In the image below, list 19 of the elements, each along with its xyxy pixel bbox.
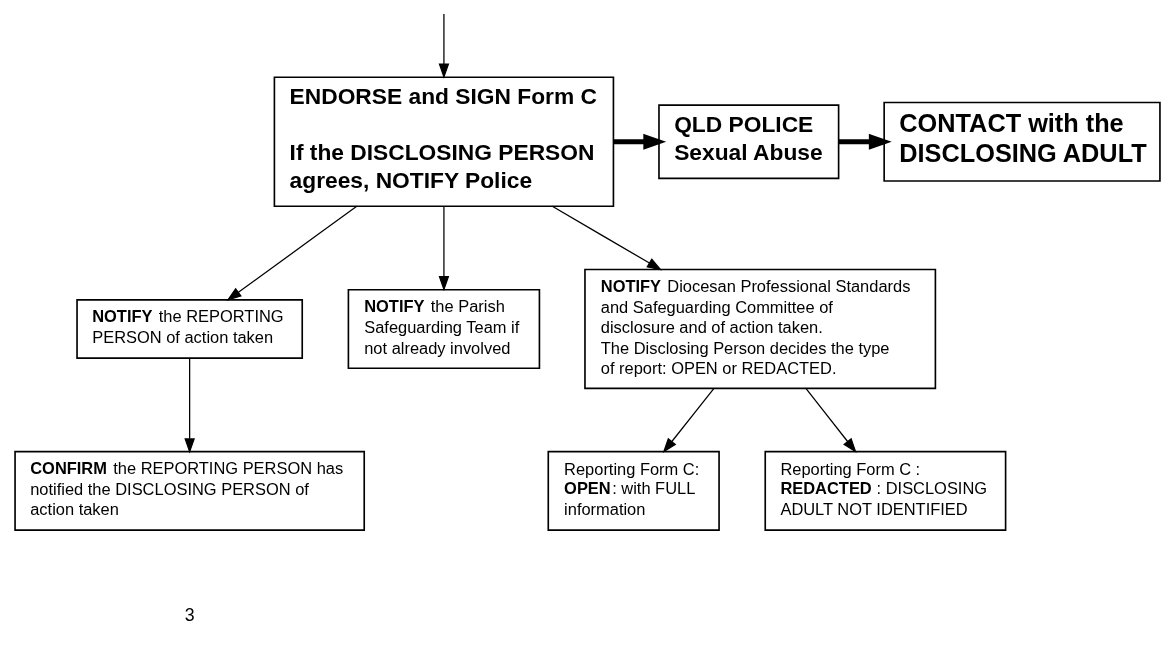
node-box: ENDORSE and SIGN Form C If the DISCLOSING PERSON agrees, NOTIFY Police bbox=[273, 76, 615, 208]
node-box: Reporting Form C: OPEN: with FULL information bbox=[547, 450, 720, 531]
arrow bbox=[438, 205, 450, 292]
arrow bbox=[839, 133, 892, 150]
arrow bbox=[226, 205, 358, 301]
node-box: QLD POLICE Sexual Abuse bbox=[658, 104, 840, 180]
node-box: CONFIRM the REPORTING PERSON has notified the DISCLOSING PERSON of action taken bbox=[14, 450, 366, 531]
node-box: Reporting Form C : REDACTED: DISCLOSING ADULT NOT IDENTIFIED bbox=[764, 450, 1007, 531]
arrow bbox=[662, 388, 715, 454]
arrow bbox=[184, 357, 195, 454]
node-box: NOTIFY Diocesan Professional Standards and Safeguarding Committee of disclosure and of action taken. The Disclosing Person decides the type of report: OPEN or REDACTED. bbox=[584, 268, 937, 390]
arrow bbox=[613, 133, 667, 150]
arrow bbox=[805, 388, 857, 454]
label: 3 bbox=[184, 604, 195, 625]
arrow bbox=[551, 205, 663, 271]
node-box: NOTIFY the REPORTING PERSON of action taken bbox=[76, 299, 304, 359]
arrow bbox=[438, 13, 450, 79]
node-box: NOTIFY the Parish Safeguarding Team if not already involved bbox=[347, 288, 541, 369]
node-box: CONTACT with the DISCLOSING ADULT bbox=[883, 101, 1161, 182]
